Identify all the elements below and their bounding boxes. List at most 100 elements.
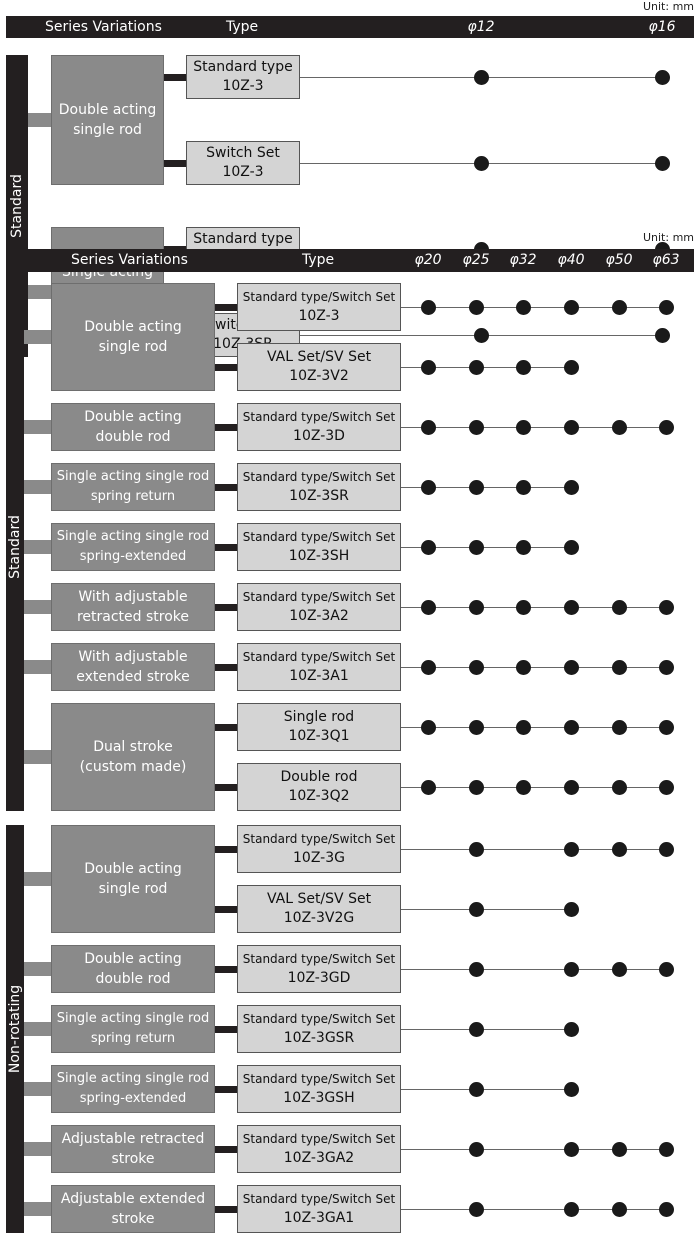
availability-dot [468,1021,484,1037]
availability-dot [420,539,436,555]
availability-dot [611,719,627,735]
series-box: Single acting single rod spring return [51,1005,215,1053]
type-name: Standard type/Switch Set [242,1132,396,1146]
availability-dot [473,69,489,85]
availability-dot [658,419,674,435]
header-series-variations: Series Variations [71,252,188,268]
availability-line [401,969,666,970]
model-number: 10Z-3GA2 [283,1150,355,1166]
availability-dot [420,479,436,495]
type-connector [164,160,186,167]
availability-dot [563,599,579,615]
series-box: Single acting single rod spring return [51,463,215,511]
type-box: Switch Set 10Z-3 [186,141,300,185]
availability-dot [658,719,674,735]
series-connector [28,285,51,299]
category-label: Standard [9,174,25,238]
type-connector [215,784,237,791]
availability-dot [611,779,627,795]
type-connector [215,664,237,671]
availability-dot [468,1081,484,1097]
availability-dot [654,69,670,85]
availability-dot [468,599,484,615]
unit-label: Unit: mm [642,0,694,13]
series-box: Adjustable extended stroke [51,1185,215,1233]
availability-dot [468,719,484,735]
availability-dot [658,659,674,675]
availability-dot [563,1201,579,1217]
type-name: Switch Set [206,145,280,161]
series-connector [24,962,51,976]
series-connector [24,660,51,674]
availability-line [401,727,666,728]
availability-dot [563,419,579,435]
type-name: Standard type/Switch Set [242,1192,396,1206]
header-diameter: φ40 [557,252,585,268]
availability-dot [658,961,674,977]
series-box: Double acting single rod [51,283,215,391]
type-connector [215,1146,237,1153]
header-diameter: φ20 [414,252,442,268]
availability-dot [515,419,531,435]
availability-dot [515,599,531,615]
availability-dot [611,1201,627,1217]
availability-dot [420,719,436,735]
model-number: 10Z-3SR [289,488,349,504]
availability-line [401,487,571,488]
unit-label: Unit: mm [642,231,694,244]
model-number: 10Z-3 [298,308,340,324]
availability-line [401,307,666,308]
model-number: 10Z-3V2 [289,368,349,384]
availability-dot [563,1141,579,1157]
type-name: Standard type/Switch Set [242,832,396,846]
availability-dot [420,779,436,795]
availability-dot [658,779,674,795]
category-label: Standard [7,515,23,579]
type-name: Standard type/Switch Set [242,1012,396,1026]
type-name: Standard type/Switch Set [242,650,396,664]
model-number: 10Z-3A2 [289,608,349,624]
availability-dot [420,659,436,675]
header-type: Type [226,19,259,35]
series-connector [24,330,51,344]
type-name: Standard type/Switch Set [242,590,396,604]
header-diameter: φ25 [462,252,490,268]
availability-dot [563,779,579,795]
type-name: Double rod [280,769,358,785]
type-name: Standard type [193,59,293,75]
type-connector [215,1206,237,1213]
availability-line [401,787,666,788]
type-name: Standard type/Switch Set [242,530,396,544]
availability-dot [563,719,579,735]
availability-line [401,367,571,368]
type-name: Standard type/Switch Set [242,410,396,424]
series-connector [24,600,51,614]
availability-dot [468,961,484,977]
header-series-variations: Series Variations [45,19,162,35]
availability-dot [515,479,531,495]
series-connector [24,1202,51,1216]
availability-dot [611,419,627,435]
availability-dot [468,841,484,857]
model-number: 10Z-3 [222,164,264,180]
availability-dot [468,359,484,375]
availability-dot [515,539,531,555]
series-box: Single acting single rod spring-extended [51,523,215,571]
availability-dot [563,659,579,675]
availability-dot [468,1141,484,1157]
type-connector [215,966,237,973]
model-number: 10Z-3GSH [283,1090,355,1106]
header-diameter: φ50 [605,252,633,268]
series-connector [24,750,51,764]
availability-dot [611,1141,627,1157]
availability-dot [468,901,484,917]
series-connector [24,480,51,494]
type-name: Standard type/Switch Set [242,952,396,966]
